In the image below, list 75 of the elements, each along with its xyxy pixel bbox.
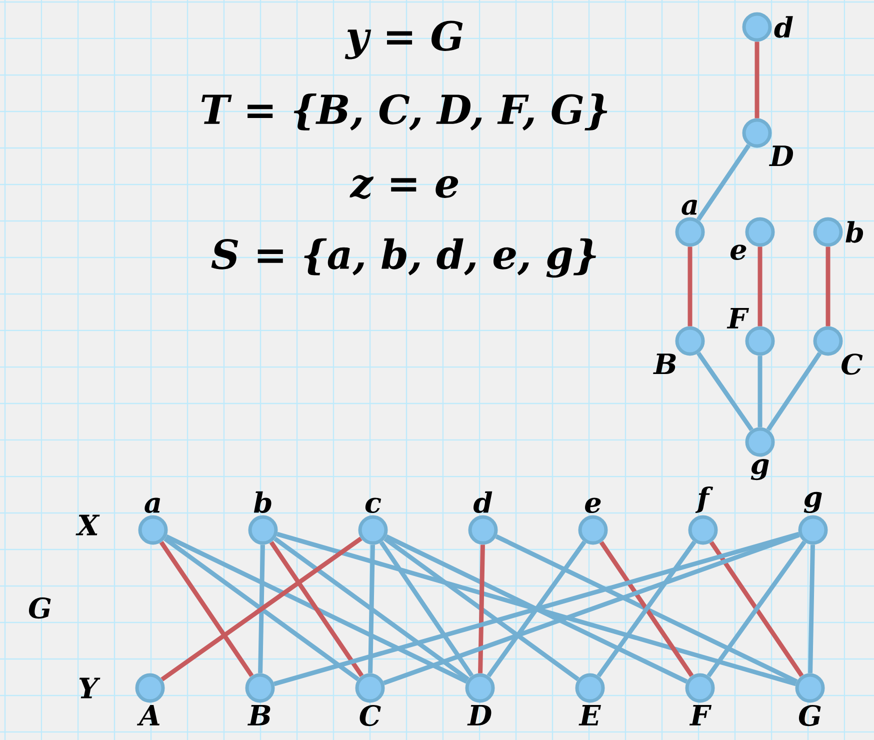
vertex: f: [688, 486, 718, 545]
node-label: F: [726, 308, 750, 328]
edge: [379, 540, 474, 678]
edge: [383, 532, 800, 686]
node-label: C: [360, 704, 381, 726]
node-label: g: [750, 458, 769, 480]
set-label: G: [28, 597, 51, 619]
node-label: e: [585, 498, 601, 514]
vertex: a: [138, 498, 168, 545]
node-label: E: [578, 704, 601, 726]
edge: [384, 536, 580, 682]
edge: [826, 246, 830, 326]
edge: [159, 540, 254, 678]
node-label: F: [689, 704, 712, 726]
edge: [696, 352, 754, 432]
set-label: X: [76, 514, 100, 536]
vertex: G: [795, 673, 825, 726]
vertex: g: [745, 427, 775, 480]
vertex: d: [468, 491, 498, 545]
node-label: C: [842, 354, 863, 375]
edge: [754, 42, 760, 118]
node-label: A: [136, 704, 160, 726]
vertex: D: [742, 118, 794, 166]
node-label: c: [365, 498, 382, 514]
vertex: A: [135, 673, 165, 726]
equation: z = e: [350, 175, 458, 199]
edge: [766, 352, 822, 432]
edge: [478, 544, 485, 674]
edge: [385, 534, 688, 684]
vertex: e: [730, 217, 775, 260]
node-label: D: [768, 146, 794, 166]
equation: S = {a, b, d, e, g}: [211, 238, 596, 278]
vertex: B: [245, 673, 275, 726]
node-label: b: [846, 221, 864, 243]
node-label: D: [467, 704, 492, 726]
vertex: c: [358, 498, 388, 545]
vertex: a: [675, 200, 705, 247]
edge: [258, 544, 265, 674]
equation: T = {B, C, D, F, G}: [202, 94, 608, 130]
edge: [165, 534, 468, 684]
node-label: B: [653, 354, 676, 374]
edge: [758, 246, 762, 326]
edge: [486, 540, 586, 678]
vertex: g: [798, 492, 828, 545]
node-label: d: [474, 491, 492, 514]
set-label: Y: [79, 678, 100, 698]
edge: [368, 544, 375, 674]
node-label: f: [695, 486, 714, 514]
vertex: b: [248, 491, 278, 545]
node-label: d: [774, 16, 793, 38]
edge: [808, 544, 815, 674]
vertex: d: [742, 12, 793, 42]
vertex: F: [685, 673, 715, 726]
node-label: g: [804, 492, 822, 514]
node-label: G: [798, 704, 821, 726]
node-label: B: [248, 704, 270, 726]
equation: y = G: [344, 20, 463, 60]
vertex: C: [355, 673, 385, 726]
edge: [696, 144, 751, 222]
node-label: e: [730, 244, 746, 260]
edge: [688, 246, 692, 326]
edge: [758, 356, 762, 428]
node-label: a: [682, 200, 698, 216]
vertex: D: [465, 673, 495, 726]
vertex: C: [813, 326, 863, 375]
node-label: b: [254, 491, 272, 514]
edge: [269, 540, 364, 678]
edge: [495, 534, 798, 684]
vertex: F: [726, 308, 775, 356]
vertex: e: [578, 498, 608, 545]
node-label: a: [144, 498, 160, 514]
vertex: E: [575, 673, 605, 726]
edge: [274, 536, 470, 682]
vertex: B: [653, 326, 705, 374]
vertex: b: [813, 217, 864, 247]
